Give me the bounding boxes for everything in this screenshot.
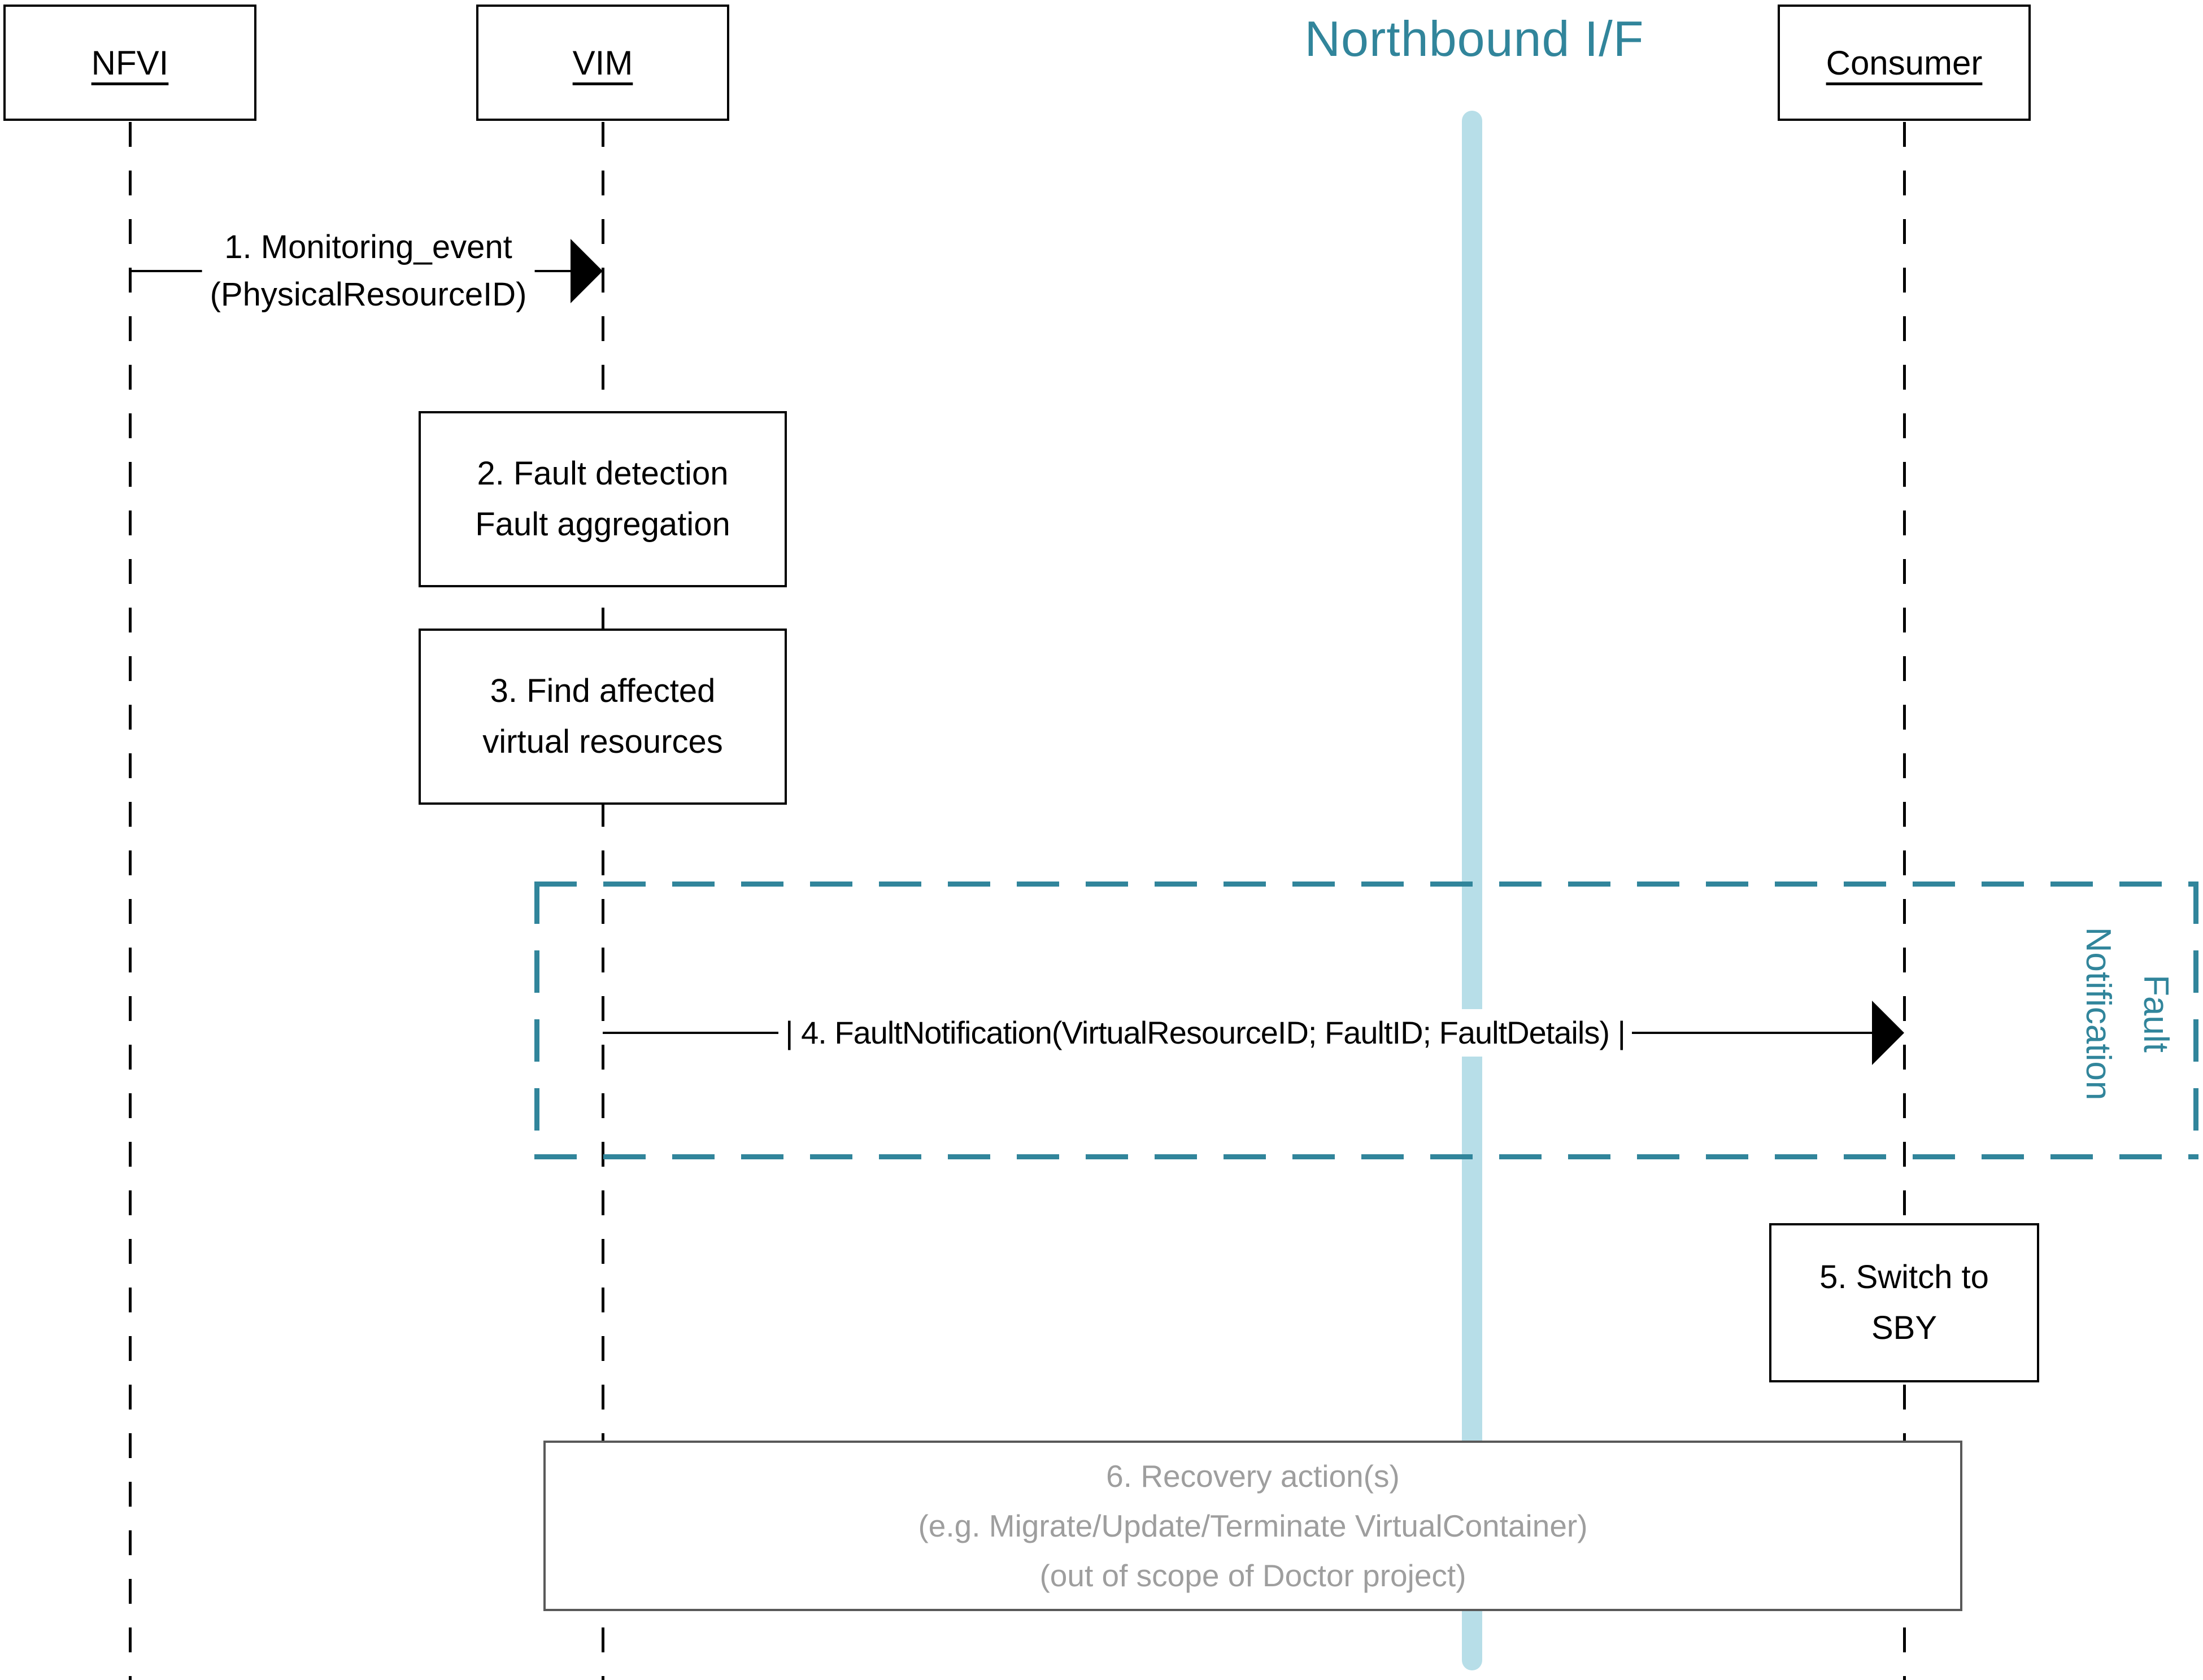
northbound-title: Northbound I/F	[1304, 11, 1644, 67]
region-border-left	[534, 882, 539, 1159]
region-border-right	[2193, 882, 2198, 1159]
step-5-box: 5. Switch to SBY	[1769, 1223, 2039, 1382]
region-label-line2: Notification	[2079, 927, 2118, 1101]
step-3-line1: 3. Find affected	[490, 673, 716, 709]
step-6-line1: 6. Recovery action(s)	[1106, 1459, 1400, 1494]
actor-box-consumer: Consumer	[1778, 5, 2031, 121]
step-3-box: 3. Find affected virtual resources	[419, 629, 787, 805]
actor-label-vim: VIM	[572, 43, 633, 82]
actor-box-vim: VIM	[476, 5, 729, 121]
region-label-line1: Fault	[2136, 975, 2175, 1053]
step-3-line2: virtual resources	[482, 723, 723, 760]
step-5-line2: SBY	[1871, 1310, 1938, 1346]
vim-lifeline	[602, 122, 604, 1680]
actor-label-nfvi: NFVI	[91, 43, 169, 82]
region-label-rotated: Fault Notification	[2069, 927, 2184, 1101]
step-6-box: 6. Recovery action(s) (e.g. Migrate/Upda…	[543, 1441, 1962, 1611]
northbound-interface-bar	[1462, 111, 1482, 1670]
actor-label-consumer: Consumer	[1826, 43, 1983, 82]
actor-box-nfvi: NFVI	[3, 5, 256, 121]
consumer-lifeline	[1903, 122, 1906, 1680]
message-1-label-line2: (PhysicalResourceID)	[210, 276, 527, 313]
step-2-line1: 2. Fault detection	[477, 455, 729, 492]
step-5-line1: 5. Switch to	[1819, 1259, 1989, 1295]
message-4-label: | 4. FaultNotification(VirtualResourceID…	[778, 1009, 1632, 1057]
step-2-box: 2. Fault detection Fault aggregation	[419, 411, 787, 587]
region-border-bottom	[534, 1154, 2198, 1159]
message-1-label: 1. Monitoring_event (PhysicalResourceID)	[202, 224, 535, 318]
step-2-line2: Fault aggregation	[475, 506, 730, 543]
step-6-line2: (e.g. Migrate/Update/Terminate VirtualCo…	[918, 1508, 1588, 1543]
nfvi-lifeline	[129, 122, 132, 1680]
message-1-label-line1: 1. Monitoring_event	[224, 229, 512, 265]
message-1-arrowhead	[571, 239, 603, 303]
message-4-arrowhead	[1872, 1001, 1904, 1065]
step-6-line3: (out of scope of Doctor project)	[1039, 1558, 1466, 1593]
region-border-top	[534, 882, 2198, 887]
